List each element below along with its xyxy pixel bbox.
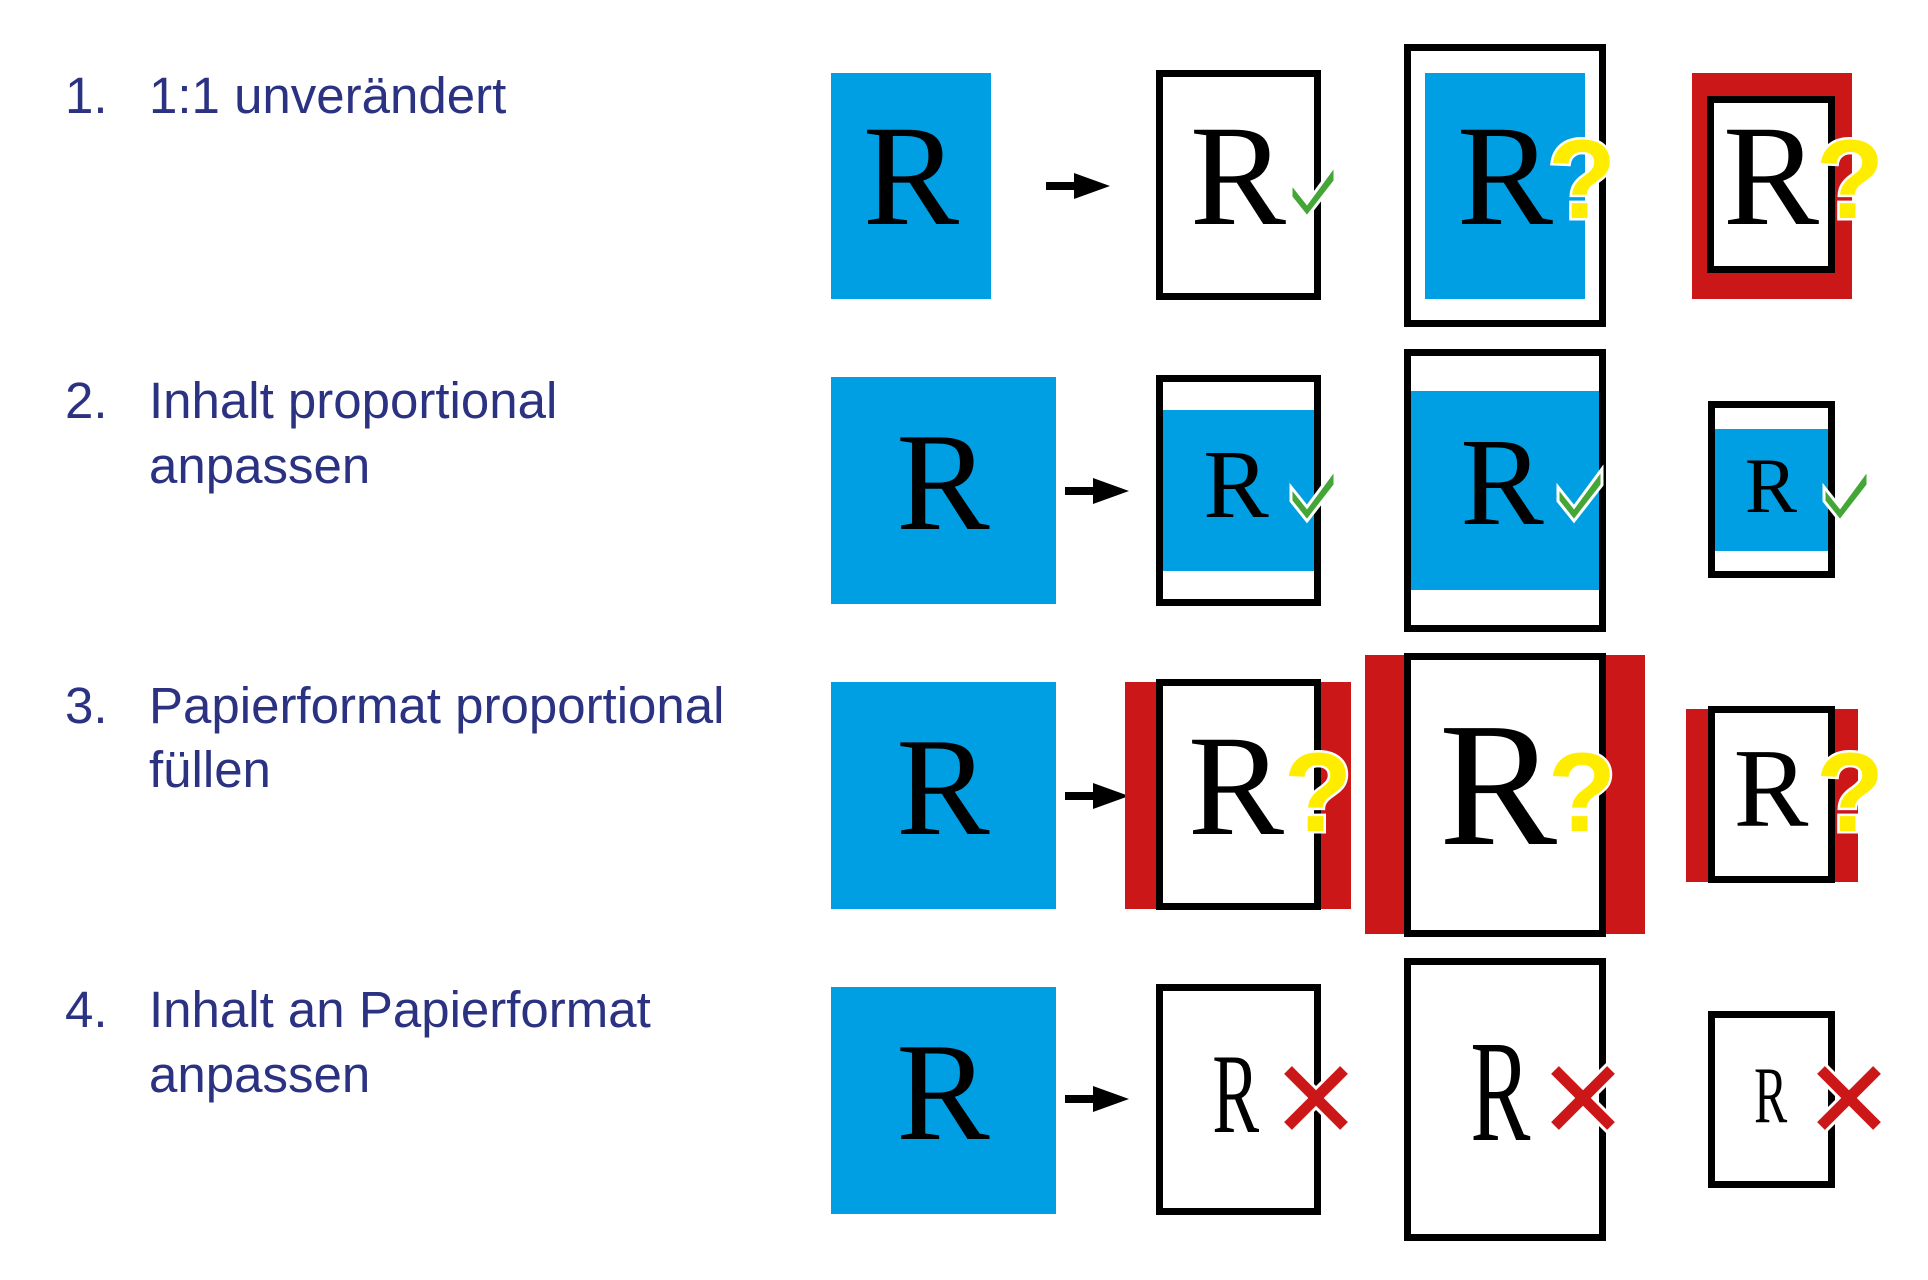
row-2-paper-3-content (1715, 429, 1828, 551)
arrow-right-icon (1065, 783, 1129, 809)
row-4-source-letter: R (896, 1014, 990, 1170)
svg-text:?: ? (1816, 730, 1884, 855)
checkmark-icon (1822, 464, 1870, 524)
row-4-source-content (831, 987, 1056, 1214)
cross-icon (1812, 1061, 1886, 1135)
row-2-source-content (831, 377, 1056, 604)
row-1-paper-2-content (1425, 73, 1585, 299)
row-2-paper-2-content (1411, 391, 1599, 590)
row-3-paper-1 (1156, 679, 1321, 910)
arrow-right-icon (1065, 1086, 1129, 1112)
row-2-source-letter: R (896, 404, 990, 560)
checkmark-icon (1289, 160, 1337, 220)
row-1-source-letter: R (862, 97, 960, 257)
question-mark-icon: ? (1545, 115, 1618, 245)
row-4-number: 4. (65, 981, 108, 1038)
row-3-source-letter: R (896, 709, 990, 865)
row-3-number: 3. (65, 677, 108, 734)
row-3-label-line-2: füllen (149, 741, 271, 798)
row-2-paper-3-letter: R (1744, 442, 1798, 530)
row-4-paper-2-letter: R (1470, 1011, 1530, 1172)
arrow-right-icon (1046, 173, 1110, 199)
row-2-paper-2-letter: R (1460, 414, 1544, 552)
row-3-paper-2-letter: R (1438, 686, 1558, 883)
cross-icon (1279, 1061, 1353, 1135)
row-2-label-line-2: anpassen (149, 437, 371, 494)
question-mark-icon: ? (1813, 728, 1886, 858)
row-4-paper-3 (1708, 1011, 1835, 1188)
row-2-label-line-1: Inhalt proportional (149, 372, 558, 429)
svg-text:?: ? (1816, 117, 1884, 242)
row-2-number: 2. (65, 372, 108, 429)
row-2-paper-1-letter: R (1203, 431, 1269, 540)
svg-text:?: ? (1548, 730, 1616, 855)
row-3-label-line-1: Papierformat proportional (149, 677, 725, 734)
row-1-paper-3-letter: R (1722, 97, 1820, 257)
row-3-source-content (831, 682, 1056, 909)
row-3-paper-1-letter: R (1187, 707, 1285, 867)
checkmark-icon (1556, 464, 1604, 524)
row-1-source-content (831, 73, 991, 299)
row-2-paper-1-content (1163, 410, 1314, 571)
row-1-paper-1-letter: R (1189, 97, 1287, 257)
row-1-paper-2-letter: R (1456, 97, 1554, 257)
arrow-right-icon (1065, 478, 1129, 504)
svg-text:?: ? (1284, 730, 1352, 855)
svg-text:?: ? (1548, 117, 1616, 242)
row-4-label-line-2: anpassen (149, 1046, 371, 1103)
row-3-paper-3-letter: R (1733, 727, 1809, 852)
question-mark-icon: ? (1813, 115, 1886, 245)
question-mark-icon: ? (1545, 728, 1618, 858)
row-4-paper-1-letter: R (1212, 1031, 1260, 1157)
row-1-number: 1. (65, 67, 108, 124)
row-4-label-line-1: Inhalt an Papierformat (149, 981, 651, 1038)
question-mark-icon: ? (1281, 728, 1354, 858)
row-1-label: 1:1 unverändert (149, 67, 507, 124)
row-1-paper-smaller (1707, 96, 1835, 273)
row-4-paper-3-letter: R (1754, 1052, 1788, 1141)
row-3-paper-3 (1708, 706, 1835, 883)
cross-icon (1546, 1061, 1620, 1135)
row-3-paper-2 (1404, 653, 1606, 937)
checkmark-icon (1289, 464, 1337, 524)
